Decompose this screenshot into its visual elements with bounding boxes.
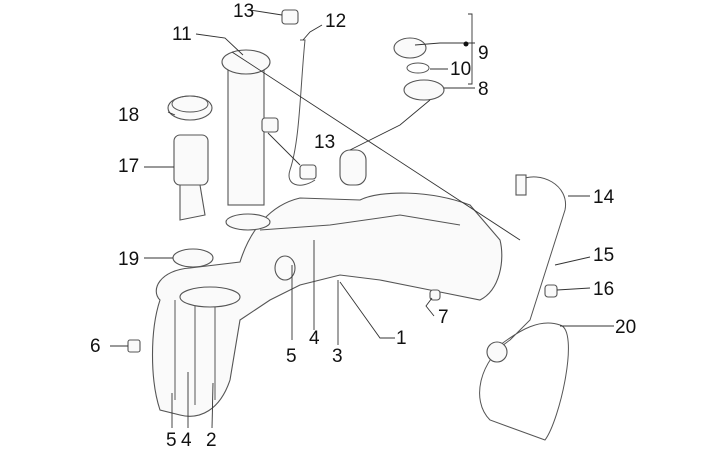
callout-17: 14	[593, 187, 615, 208]
callout-16: 19	[118, 249, 140, 270]
nut-19	[544, 284, 558, 298]
hose-clip-lower	[299, 164, 317, 180]
callout-7: 7	[438, 307, 449, 328]
hose-clip-top	[281, 9, 299, 25]
cap-7	[429, 289, 441, 301]
callout-6: 6	[90, 336, 101, 357]
callout-15: 18	[118, 105, 140, 126]
filler-ring	[403, 79, 445, 101]
level-sender-tube	[227, 64, 265, 206]
leader-lines	[110, 9, 614, 429]
callout-13-middle: 13	[314, 132, 336, 153]
hose-connector	[486, 341, 508, 363]
tank-filler-opening	[179, 286, 241, 308]
cap-seal	[406, 62, 430, 74]
level-sender-flange	[221, 49, 271, 75]
callout-12: 12	[325, 11, 347, 32]
callout-18: 15	[593, 245, 615, 266]
vent-hose	[288, 39, 316, 186]
callout-2: 2	[206, 430, 217, 451]
callout-8: 8	[478, 79, 489, 100]
callout-11: 11	[172, 24, 192, 45]
callout-9: 9	[478, 43, 489, 64]
return-hose	[479, 176, 569, 441]
pump-gasket	[172, 248, 214, 268]
callout-4-lower: 4	[181, 430, 192, 451]
hose-clip-middle	[261, 117, 279, 133]
callout-14: 17	[118, 156, 140, 177]
clip-6	[127, 339, 141, 353]
callout-5-lower: 5	[166, 430, 177, 451]
callout-5-upper: 5	[286, 346, 297, 367]
callout-10: 10	[450, 59, 472, 80]
callout-19: 16	[593, 279, 615, 300]
filler-neck	[339, 149, 367, 186]
callout-3: 3	[332, 346, 343, 367]
fuel-pump	[173, 134, 209, 186]
tank-pump-opening	[225, 213, 271, 231]
hose-fitting	[515, 174, 527, 196]
cap-assembly-dot	[463, 41, 469, 47]
fuel-cap	[393, 37, 427, 59]
fuel-tank	[152, 192, 503, 417]
tank-port	[274, 255, 296, 281]
callout-20: 20	[615, 317, 637, 338]
callout-1: 1	[396, 328, 407, 349]
callout-4-upper: 4	[309, 328, 320, 349]
callout-13-top: 13	[233, 1, 255, 22]
